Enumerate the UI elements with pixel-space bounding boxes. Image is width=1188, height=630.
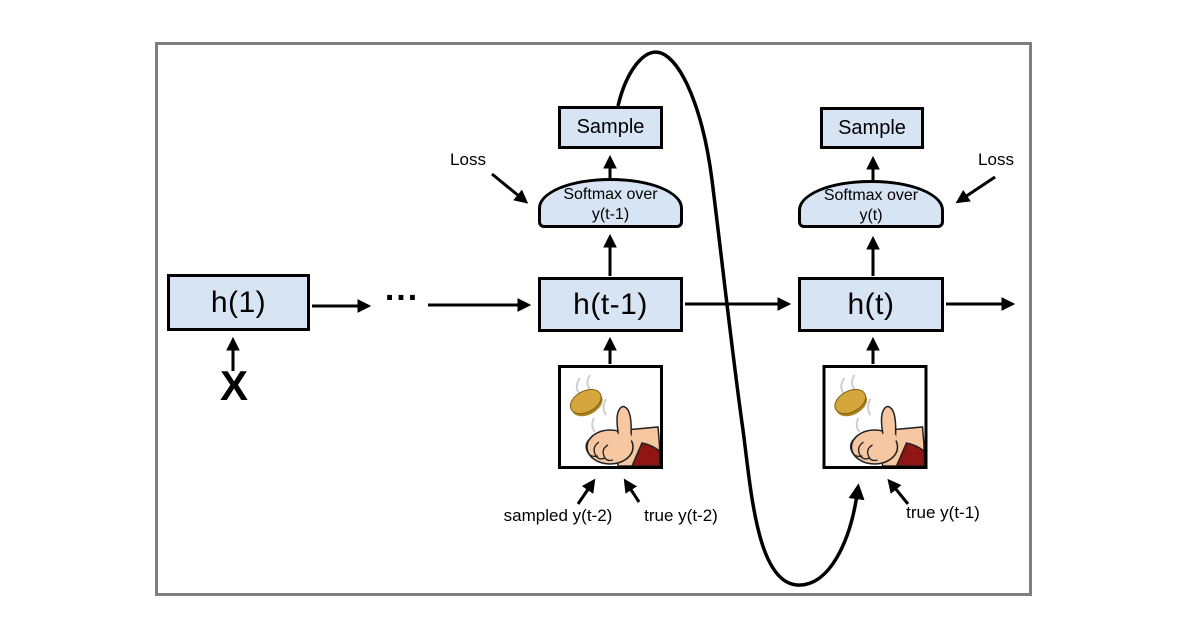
arrow-loss-left — [491, 172, 529, 204]
sampled-y-t-2-label: sampled y(t-2) — [503, 506, 613, 525]
loss-label-left: Loss — [450, 150, 486, 169]
arrow-true-y-t-1 — [887, 478, 910, 505]
node-ht: h(t) — [798, 277, 944, 332]
node-softmax-left-line1: Softmax over — [563, 186, 658, 203]
loss-label-right: Loss — [978, 150, 1014, 169]
node-softmax-right-line1: Softmax over — [823, 187, 919, 204]
node-ht-1: h(t-1) — [538, 277, 683, 332]
arrow-true-y-t-2 — [623, 478, 641, 503]
coin-flip-icon — [558, 365, 663, 469]
node-softmax-left-line2: y(t-1) — [591, 206, 630, 223]
node-sample-left: Sample — [558, 106, 663, 149]
true-y-t-1-label: true y(t-1) — [906, 503, 980, 522]
true-y-t-2-label: true y(t-2) — [644, 506, 718, 525]
node-sample-right-label: Sample — [838, 116, 906, 139]
coin-icon — [834, 388, 868, 417]
arrow-sampled-y-t-2 — [576, 478, 596, 505]
node-softmax-right: Softmax over y(t) — [798, 180, 944, 228]
motion-lines-icon — [840, 374, 872, 433]
node-ht-1-label: h(t-1) — [573, 287, 648, 321]
node-ht-label: h(t) — [847, 287, 895, 321]
arrow-loss-right — [955, 175, 996, 204]
motion-lines-icon — [575, 374, 607, 433]
coin-icon — [569, 388, 603, 417]
input-x-label: X — [219, 362, 248, 409]
thumbs-up-hand-icon — [849, 405, 925, 467]
node-h1: h(1) — [167, 274, 310, 331]
coin-flip-icon — [822, 365, 928, 469]
node-softmax-left: Softmax over y(t-1) — [538, 178, 683, 228]
node-sample-left-label: Sample — [576, 116, 645, 138]
node-sample-right: Sample — [820, 107, 924, 149]
thumbs-up-hand-icon — [585, 405, 661, 467]
node-h1-label: h(1) — [210, 285, 267, 319]
ellipsis-label: ... — [384, 270, 420, 308]
arrow-sample-feedback-curve — [616, 50, 865, 587]
node-softmax-right-line2: y(t) — [859, 207, 883, 224]
